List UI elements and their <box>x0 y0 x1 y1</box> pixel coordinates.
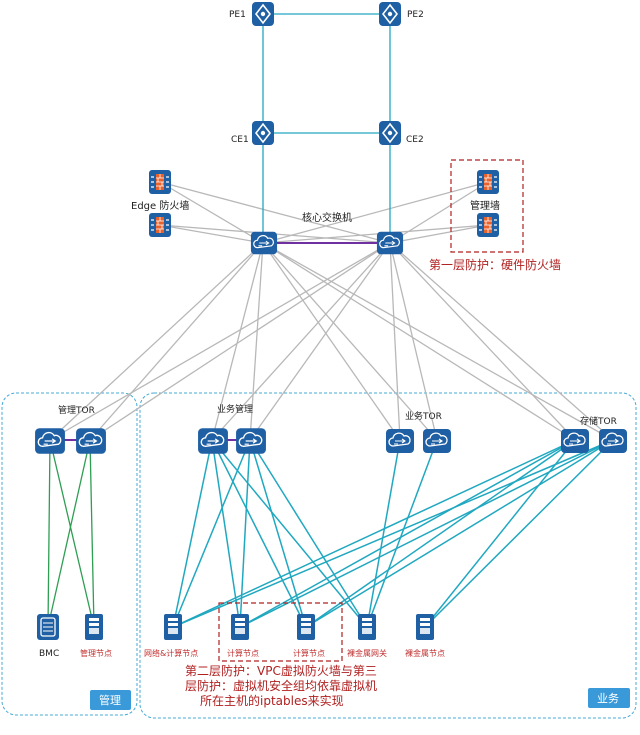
mgmt-tor-1-icon <box>34 427 66 455</box>
pe2-router-icon <box>378 1 402 27</box>
mgmt-node-label: 管理节点 <box>80 648 112 658</box>
baremetal-node-server-icon <box>416 614 434 640</box>
biz-mgmt-label: 业务管理 <box>217 403 253 415</box>
ce1-label: CE1 <box>231 135 249 145</box>
bmc-icon <box>36 613 60 641</box>
zone-biz-tag <box>588 688 630 708</box>
mgmt-node-server-icon <box>85 614 103 640</box>
edge-firewall-2-icon <box>148 212 172 238</box>
compute-node-1-server-icon <box>231 614 249 640</box>
biz-tor-label: 业务TOR <box>405 410 442 422</box>
second-layer-annotation-line-2: 层防护：虚拟机安全组均依靠虚拟机 <box>185 678 377 693</box>
biz-tor-2-icon <box>422 428 452 454</box>
zone-mgmt-border <box>1 392 138 716</box>
first-layer-annotation: 第一层防护：硬件防火墙 <box>429 257 561 272</box>
mgmt-wall-label: 管理墙 <box>470 199 500 212</box>
core-switch-label: 核心交换机 <box>302 211 352 224</box>
pe2-label: PE2 <box>407 10 424 20</box>
edge-firewall-label: Edge 防火墙 <box>131 199 189 212</box>
mgmt-tor-links <box>47 439 95 628</box>
storage-tor-2-icon <box>598 428 628 454</box>
core-switch-2-icon <box>376 231 404 255</box>
core-switch-1-icon <box>250 231 278 255</box>
baremetal-gw-label: 裸金属网关 <box>347 648 387 658</box>
biz-mgmt-tor-2-icon <box>235 427 267 455</box>
compute-node-2-label: 计算节点 <box>293 648 325 658</box>
mgmt-tor-2-icon <box>75 427 107 455</box>
zone-biz-tag-label: 业务 <box>597 692 619 705</box>
net-compute-node-label: 网络&计算节点 <box>144 648 198 658</box>
baremetal-node-label: 裸金属节点 <box>405 648 445 658</box>
zone-mgmt-tag-label: 管理 <box>99 693 121 707</box>
bmc-label: BMC <box>39 649 59 659</box>
ce1-router-icon <box>251 120 275 146</box>
mgmt-firewall-2-icon <box>476 212 500 238</box>
zone-biz-border <box>139 392 637 719</box>
pe1-label: PE1 <box>229 10 246 20</box>
core-to-tor-links <box>49 242 614 441</box>
second-layer-annotation-line-1: 第二层防护：VPC虚拟防火墙与第三 <box>185 663 377 678</box>
net-compute-node-server-icon <box>164 614 182 640</box>
mgmt-firewall-1-icon <box>476 169 500 195</box>
second-layer-box <box>218 602 343 662</box>
second-layer-annotation-line-3: 所在主机的iptables来实现 <box>200 693 344 708</box>
router-links <box>262 13 391 243</box>
biz-tor-1-icon <box>385 428 415 454</box>
biz-mgmt-tor-1-icon <box>197 427 229 455</box>
baremetal-gw-server-icon <box>358 614 376 640</box>
edge-firewall-1-icon <box>148 169 172 195</box>
first-layer-box <box>450 159 524 253</box>
zone-mgmt-tag <box>90 690 131 710</box>
compute-node-2-server-icon <box>297 614 315 640</box>
compute-node-1-label: 计算节点 <box>227 648 259 658</box>
biz-tor-links <box>172 439 614 628</box>
mgmt-tor-label: 管理TOR <box>58 404 95 416</box>
ce2-label: CE2 <box>406 135 424 145</box>
ce2-router-icon <box>378 120 402 146</box>
storage-tor-label: 存储TOR <box>580 415 617 427</box>
storage-tor-1-icon <box>560 428 590 454</box>
pe1-router-icon <box>251 1 275 27</box>
